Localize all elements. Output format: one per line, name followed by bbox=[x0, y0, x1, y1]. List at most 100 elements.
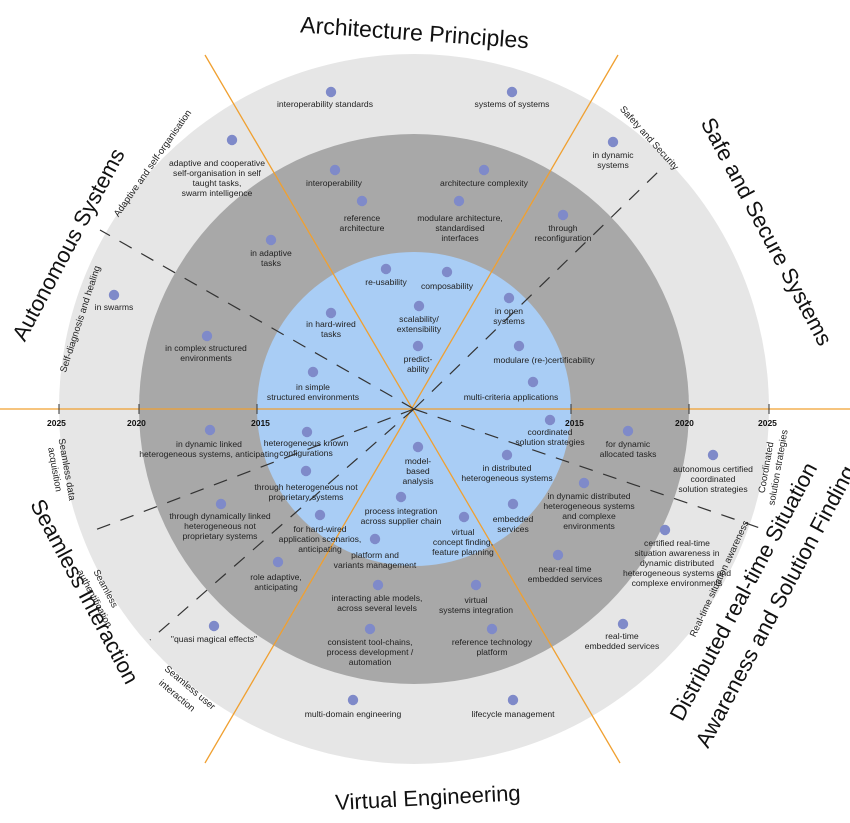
item-dot bbox=[347, 694, 359, 706]
year-left-2015: 2015 bbox=[251, 418, 270, 428]
item-label: "quasi magical effects" bbox=[171, 634, 257, 644]
item-dot bbox=[527, 376, 539, 388]
item-dot bbox=[325, 307, 337, 319]
item-interop-std: interoperability standards bbox=[277, 86, 373, 109]
item-label-line: structured environments bbox=[267, 392, 359, 402]
item-label-line: through bbox=[548, 223, 577, 233]
item-dot bbox=[204, 424, 216, 436]
item-label-line: variants management bbox=[334, 560, 417, 570]
item-scalability: scalability/extensibility bbox=[397, 300, 442, 334]
item-interoperability: interoperability bbox=[306, 164, 363, 188]
item-label-line: composability bbox=[421, 281, 474, 291]
item-label-line: architecture complexity bbox=[440, 178, 529, 188]
item-label-line: virtual bbox=[452, 527, 475, 537]
item-label-line: tasks bbox=[261, 258, 281, 268]
item-dot bbox=[707, 449, 719, 461]
item-label-line: concept finding, bbox=[433, 537, 493, 547]
item-label-line: complexe environments bbox=[632, 578, 723, 588]
item-label-line: swarm intelligence bbox=[182, 188, 253, 198]
item-label-line: anticipating bbox=[298, 544, 342, 554]
item-label-line: environments bbox=[563, 521, 615, 531]
item-dot bbox=[617, 618, 629, 630]
item-label: re-usability bbox=[365, 277, 407, 287]
item-label-line: standardised bbox=[435, 223, 484, 233]
item-label-line: across supplier chain bbox=[361, 516, 442, 526]
item-certifiability: modulare (re-)certificability bbox=[493, 340, 595, 365]
item-dot bbox=[412, 340, 424, 352]
item-dot bbox=[325, 86, 337, 98]
item-label-line: "quasi magical effects" bbox=[171, 634, 257, 644]
item-label-line: through dynamically linked bbox=[169, 511, 270, 521]
item-dot bbox=[314, 509, 326, 521]
item-multi-criteria: multi-criteria applications bbox=[464, 376, 559, 402]
item-label-line: platform bbox=[476, 647, 507, 657]
item-label: architecture complexity bbox=[440, 178, 529, 188]
item-label-line: lifecycle management bbox=[471, 709, 555, 719]
item-dot bbox=[215, 498, 227, 510]
year-left-2020: 2020 bbox=[127, 418, 146, 428]
item-dot bbox=[413, 300, 425, 312]
item-label-line: in dynamic distributed bbox=[547, 491, 630, 501]
item-label-line: adaptive and cooperative bbox=[169, 158, 265, 168]
item-label-line: heterogeneous known bbox=[264, 438, 349, 448]
item-label-line: multi-criteria applications bbox=[464, 392, 559, 402]
item-label-line: embedded services bbox=[528, 574, 603, 584]
item-label: interoperability standards bbox=[277, 99, 373, 109]
item-dot bbox=[301, 426, 313, 438]
item-dot bbox=[307, 366, 319, 378]
item-label-line: certified real-time bbox=[644, 538, 710, 548]
item-dot bbox=[458, 511, 470, 523]
item-sys-of-sys: systems of systems bbox=[475, 86, 549, 109]
item-label-line: embedded services bbox=[585, 641, 660, 651]
item-label-line: self-organisation in self bbox=[173, 168, 262, 178]
item-dot bbox=[300, 465, 312, 477]
item-label-line: architecture bbox=[340, 223, 385, 233]
item-label-line: process development / bbox=[327, 647, 414, 657]
item-dot bbox=[659, 524, 671, 536]
item-label-line: near-real time bbox=[538, 564, 591, 574]
item-label-line: virtual bbox=[465, 595, 488, 605]
item-label: role adaptive,anticipating bbox=[250, 572, 302, 592]
item-quasi-magical: "quasi magical effects" bbox=[171, 620, 257, 644]
item-dot bbox=[544, 414, 556, 426]
item-composability: composability bbox=[421, 266, 474, 291]
item-label-line: allocated tasks bbox=[600, 449, 657, 459]
item-label: interacting able models,across several l… bbox=[332, 593, 423, 613]
item-dot bbox=[486, 623, 498, 635]
item-label-line: heterogeneous not bbox=[184, 521, 256, 531]
item-label-line: in complex structured bbox=[165, 343, 247, 353]
item-label-line: platform and bbox=[351, 550, 399, 560]
item-label-line: dynamic distributed bbox=[640, 558, 714, 568]
item-label-line: analysis bbox=[402, 476, 433, 486]
item-label-line: in hard-wired bbox=[306, 319, 356, 329]
item-label-line: process integration bbox=[365, 506, 438, 516]
item-label: consistent tool-chains,process developme… bbox=[327, 637, 414, 667]
item-label-line: role adaptive, bbox=[250, 572, 302, 582]
item-dot bbox=[369, 533, 381, 545]
